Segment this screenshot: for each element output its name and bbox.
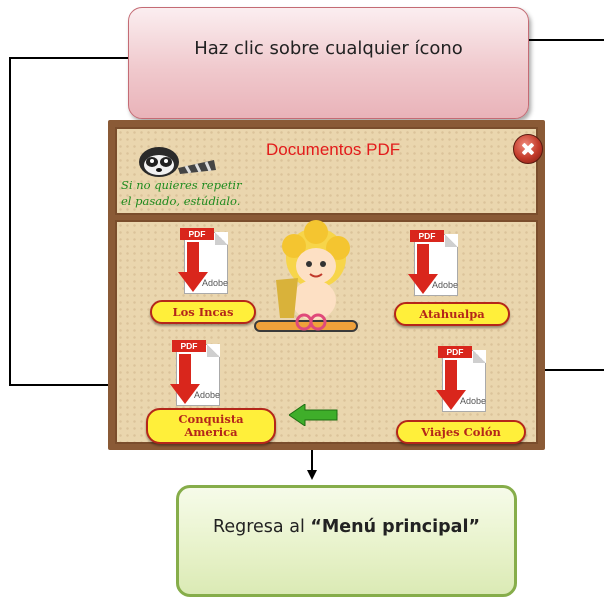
window-title: Documentos PDF — [266, 140, 401, 159]
back-arrow-icon[interactable] — [289, 404, 339, 426]
viajes-colon-button[interactable]: Viajes Colón — [396, 420, 526, 444]
conquista-america-button[interactable]: Conquista America — [146, 408, 276, 444]
pdf-label: PDF — [438, 346, 472, 358]
adobe-label: Adobe — [460, 396, 487, 406]
down-arrow-icon — [178, 242, 208, 292]
button-label-line-1: Conquista — [178, 412, 244, 426]
callout-prefix: Regresa al — [212, 517, 311, 537]
adobe-label: Adobe — [202, 278, 229, 288]
main-menu-callout-text: Regresa al “Menú principal” — [179, 510, 514, 544]
down-arrow-icon — [408, 244, 438, 294]
atahualpa-button[interactable]: Atahualpa — [394, 302, 510, 326]
pdf-icon-viajes-colon[interactable]: PDF Adobe — [434, 346, 488, 414]
close-icon[interactable] — [513, 134, 543, 164]
instruction-text: Haz clic sobre cualquier ícono — [194, 38, 463, 59]
pdf-icon-atahualpa[interactable]: PDF Adobe — [406, 230, 460, 298]
main-menu-callout: Regresa al “Menú principal” — [176, 485, 517, 597]
header-panel — [115, 127, 538, 215]
pdf-label: PDF — [410, 230, 444, 242]
raccoon-mascot-icon — [139, 147, 216, 177]
motto-text: Si no quieres repetir el pasado, estúdia… — [121, 177, 242, 209]
motto-line-2: el pasado, estúdialo. — [121, 194, 241, 208]
callout-bold: “Menú principal” — [310, 517, 480, 537]
adobe-label: Adobe — [432, 280, 459, 290]
button-label-line-2: America — [184, 425, 238, 439]
pdf-label: PDF — [180, 228, 214, 240]
down-arrow-icon — [170, 354, 200, 404]
instruction-callout: Haz clic sobre cualquier ícono — [128, 7, 529, 119]
pdf-icon-los-incas[interactable]: PDF Adobe — [176, 228, 230, 296]
los-incas-button[interactable]: Los Incas — [150, 300, 256, 324]
cherub-mascot-icon — [254, 220, 358, 332]
pdf-icon-conquista-america[interactable]: PDF Adobe — [168, 340, 222, 408]
adobe-label: Adobe — [194, 390, 221, 400]
down-arrow-icon — [436, 360, 466, 410]
pdf-label: PDF — [172, 340, 206, 352]
motto-line-1: Si no quieres repetir — [121, 178, 242, 192]
